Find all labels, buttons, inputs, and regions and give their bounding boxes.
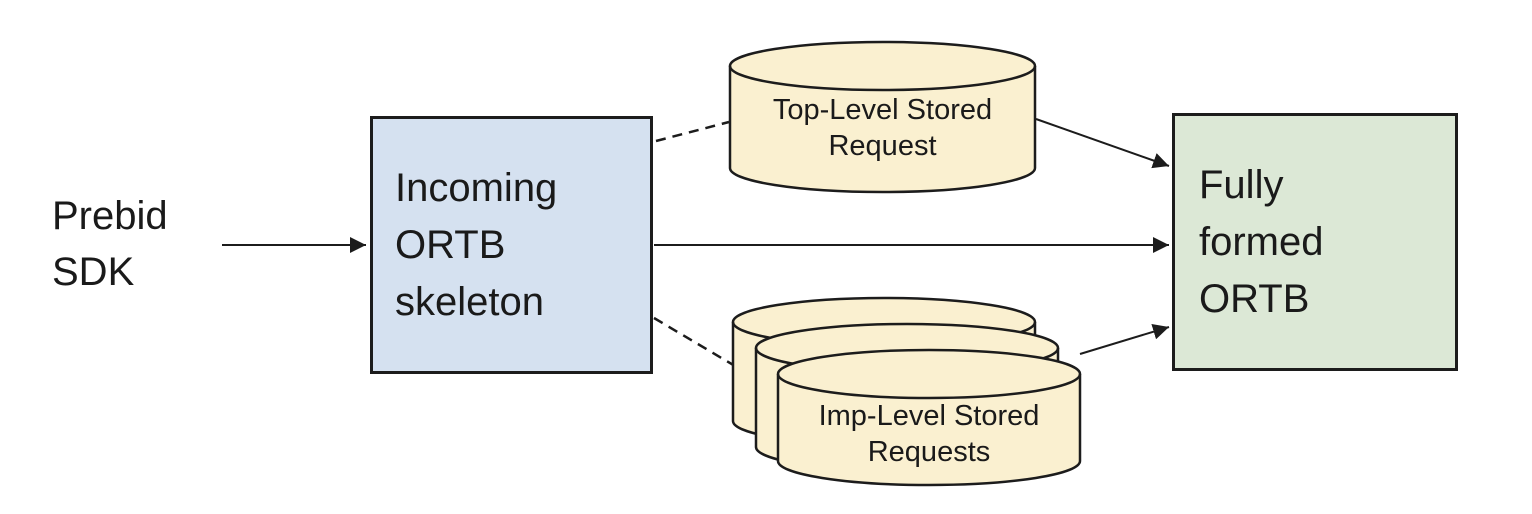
fully-formed-ortb-label: Fully formed ORTB [1199, 162, 1324, 321]
node-fully-formed-ortb: Fully formed ORTB [1172, 113, 1458, 371]
top-level-stored-request-cylinder [728, 40, 1037, 194]
edge-implevel-to-fullortb [1079, 323, 1170, 355]
imp-level-stored-requests-label: Imp-Level Stored Requests [818, 400, 1040, 468]
node-prebid-sdk: Prebid SDK [52, 194, 168, 294]
edge-toplevel-to-fullortb [1035, 118, 1170, 169]
incoming-ortb-skeleton-label: Incoming ORTB skeleton [395, 165, 558, 324]
node-incoming-ortb-skeleton: Incoming ORTB skeleton [370, 116, 653, 374]
imp-level-stored-requests-cylinder-stack [731, 296, 1082, 487]
edge-skeleton-to-toplevel-dashed [655, 120, 730, 143]
top-level-stored-request-label: Top-Level Stored Request [772, 94, 993, 162]
edge-skeleton-to-implevel-dashed [653, 316, 736, 368]
